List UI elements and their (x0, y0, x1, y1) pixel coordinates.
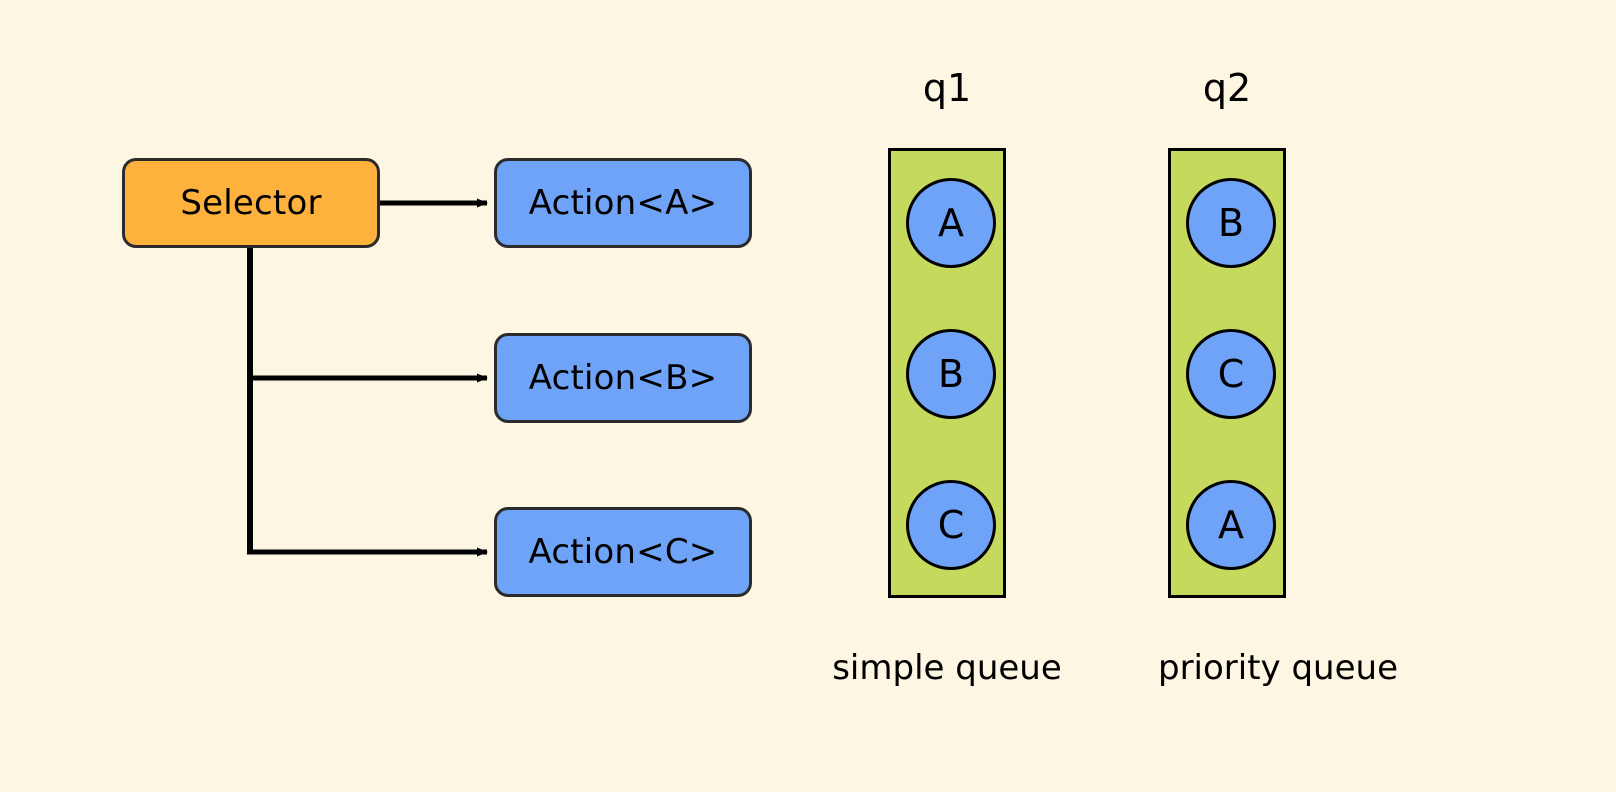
queue-q1-title: q1 (922, 66, 972, 110)
queue-q2-item-2-label: A (1218, 503, 1244, 547)
node-selector-label: Selector (180, 183, 322, 223)
node-selector[interactable]: Selector (122, 158, 380, 248)
queue-q1-item-1[interactable]: B (906, 329, 996, 419)
queue-q1-item-2[interactable]: C (906, 480, 996, 570)
queue-q2-item-0-label: B (1217, 201, 1245, 245)
queue-q1-caption: simple queue (832, 648, 1062, 688)
node-action-c[interactable]: Action<C> (494, 507, 752, 597)
node-action-c-label: Action<C> (528, 532, 718, 572)
queue-q2-item-1[interactable]: C (1186, 329, 1276, 419)
queue-q1-item-2-label: C (937, 503, 965, 547)
node-action-b[interactable]: Action<B> (494, 333, 752, 423)
queue-q1-item-0[interactable]: A (906, 178, 996, 268)
node-action-b-label: Action<B> (528, 358, 718, 398)
queue-q2-item-2[interactable]: A (1186, 480, 1276, 570)
node-action-a-label: Action<A> (528, 183, 718, 223)
queue-q2-title: q2 (1202, 66, 1252, 110)
queue-q1-item-0-label: A (938, 201, 964, 245)
queue-q2-item-1-label: C (1217, 352, 1245, 396)
queue-q2-item-0[interactable]: B (1186, 178, 1276, 268)
node-action-a[interactable]: Action<A> (494, 158, 752, 248)
queue-q2-caption: priority queue (1157, 648, 1398, 688)
queue-q1-item-1-label: B (937, 352, 965, 396)
